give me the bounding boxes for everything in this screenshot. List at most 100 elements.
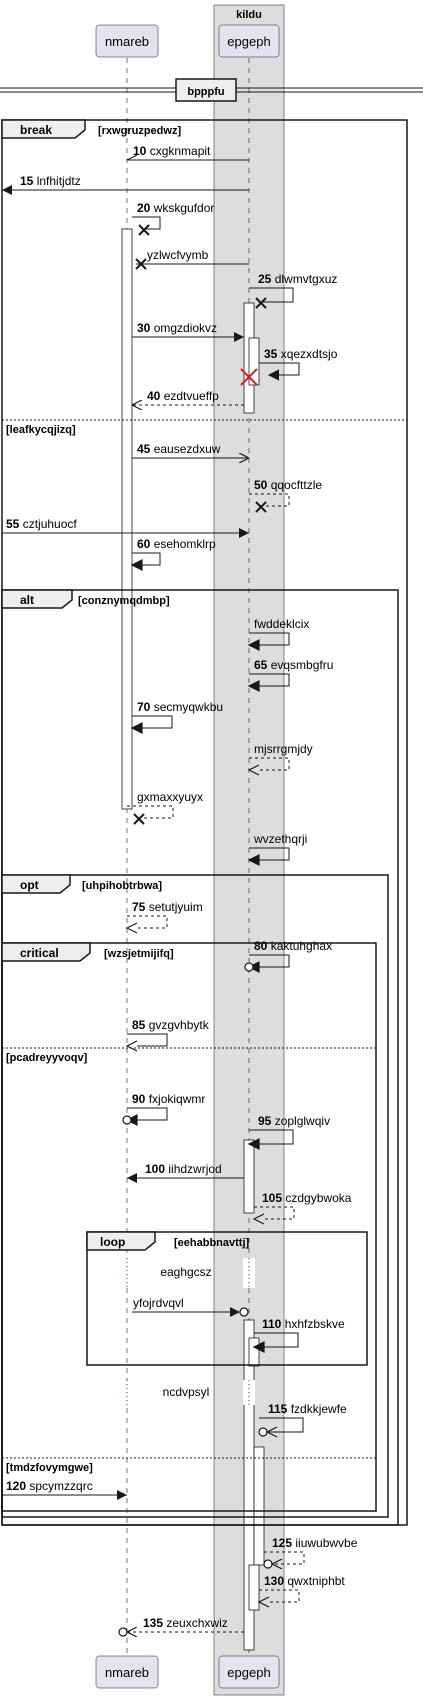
message-number: 135 [143, 1616, 163, 1630]
activation-bar [121, 228, 133, 810]
message: 10 cxgknmapit [126, 144, 249, 161]
activation-bar [243, 1139, 255, 1214]
activation-bar [253, 1446, 265, 1566]
message-text: eausezdxuw [154, 442, 221, 456]
message-label: 100 iihdzwrjod [145, 1162, 222, 1176]
fragment-keyword: break [20, 123, 52, 137]
message-number: 30 [137, 321, 151, 335]
lost-found-circle [244, 962, 254, 972]
message-text: czdgybwoka [285, 1191, 351, 1205]
message-text: qwxtniphbt [287, 1574, 345, 1588]
destroy-icon [255, 297, 267, 309]
message-text: omgzdiokvz [154, 321, 217, 335]
message-text: secmyqwkbu [154, 700, 223, 714]
message-arrow [127, 1107, 168, 1121]
message-text: wvzethqrji [253, 832, 307, 846]
activations [121, 228, 265, 1651]
message-number: 65 [254, 658, 268, 672]
arrow-head [125, 1114, 138, 1126]
fragment-keyword: opt [20, 878, 39, 892]
message: wvzethqrji [247, 832, 307, 866]
message-label: yfojrdvqvl [133, 1296, 184, 1310]
message-arrow [264, 1551, 305, 1565]
message: 60 esehomklrp [130, 537, 216, 571]
activation-bar [248, 1337, 260, 1367]
message-arrow [249, 673, 290, 687]
arrow-head [247, 1138, 260, 1150]
message-text: lnfhitjdtz [37, 174, 81, 188]
message-arrow [259, 362, 300, 376]
message-number: 105 [262, 1191, 282, 1205]
message-number: 125 [272, 1536, 292, 1550]
message: 120 spcymzzqrc [2, 1479, 127, 1500]
message-label: 10 cxgknmapit [133, 144, 211, 158]
message: 30 omgzdiokvz [132, 321, 244, 342]
participant-label: epgeph [227, 1665, 270, 1680]
message-text: iiuwubwvbe [295, 1536, 357, 1550]
message-label: 30 omgzdiokvz [137, 321, 217, 335]
message-number: 85 [132, 1018, 146, 1032]
arrow-head [130, 559, 143, 571]
message-arrow [249, 287, 294, 303]
message-label: 45 eausezdxuw [137, 442, 221, 456]
message: 35 xqezxdtsjo [240, 347, 338, 386]
participant-nmareb-bottom[interactable]: nmareb [95, 1655, 159, 1689]
message-label: mjsrrgmjdy [254, 742, 313, 756]
section-guard: [pcadreyyvoqv] [6, 1052, 88, 1064]
message: gxmaxxyuyx [127, 790, 203, 825]
message-text: spcymzzqrc [29, 1479, 92, 1493]
fragment-guard: [conznymqdmbp] [78, 595, 170, 607]
message-text: xqezxdtsjo [281, 347, 338, 361]
lost-found-circle [122, 1115, 132, 1125]
message-text: fxjokiqwmr [149, 1092, 206, 1106]
fragment-keyword: alt [20, 593, 34, 607]
arrow-head [247, 961, 260, 973]
message-label: fwddeklcix [254, 617, 309, 631]
message-arrow [249, 1129, 294, 1145]
message-text: zoplglwqiv [275, 1114, 330, 1128]
participant-epgeph-bottom[interactable]: epgeph [218, 1655, 280, 1689]
message-text: fwddeklcix [254, 617, 309, 631]
message-text: iihdzwrjod [168, 1162, 221, 1176]
message-arrow [249, 954, 290, 968]
message-label: 85 gvzgvhbytk [132, 1018, 210, 1032]
message-label: 125 iiuwubwvbe [272, 1536, 358, 1550]
message-number: 75 [132, 900, 146, 914]
message-label: 15 lnfhitjdtz [20, 174, 81, 188]
message: 85 gvzgvhbytk [125, 1018, 210, 1052]
message: 70 secmyqwkbu [130, 700, 223, 734]
message-label: 65 evqsmbgfru [254, 658, 333, 672]
delay-label: ncdvpsyl [163, 1385, 210, 1399]
participant-epgeph-top[interactable]: epgeph [218, 24, 280, 58]
message: 45 eausezdxuw [132, 442, 249, 458]
fragment-guard: [rxwgruzpedwz] [98, 125, 181, 137]
message-label: 115 fzdkkjewfe [268, 1402, 347, 1416]
divider-label: bpppfu [187, 86, 224, 98]
message-text: cxgknmapit [150, 144, 211, 158]
destroy-icon [255, 501, 267, 513]
participant-nmareb-top[interactable]: nmareb [95, 24, 159, 58]
message-number: 15 [20, 174, 34, 188]
message-number: 115 [268, 1402, 288, 1416]
message-arrow [132, 715, 173, 729]
destroy-icon [133, 813, 145, 825]
message-label: 95 zoplglwqiv [258, 1114, 330, 1128]
arrow-head [252, 1341, 265, 1353]
message: yfojrdvqvl [132, 1296, 249, 1317]
message: 105 czdgybwoka [252, 1191, 352, 1225]
message-number: 50 [254, 478, 268, 492]
arrow-head [247, 639, 260, 651]
section-guard: [leafkycqjizq] [6, 424, 76, 436]
message-text: gvzgvhbytk [149, 1018, 210, 1032]
delays: eaghgcsz ncdvpsyl [121, 1258, 255, 1405]
message: 90 fxjokiqwmr [122, 1092, 206, 1126]
fragment-loop: loop [eehabbnavttj] [86, 1231, 368, 1366]
message-label: 55 cztjuhuocf [6, 517, 77, 531]
message-label: 80 kaktuhghax [254, 939, 332, 953]
message-label: 25 dlwmvtgxuz [258, 272, 337, 286]
arrow-head [252, 1213, 265, 1225]
message-label: 70 secmyqwkbu [137, 700, 223, 714]
message-text: mjsrrgmjdy [254, 742, 313, 756]
message-arrow [259, 1589, 300, 1603]
message: 75 setutjyuim [125, 900, 203, 934]
